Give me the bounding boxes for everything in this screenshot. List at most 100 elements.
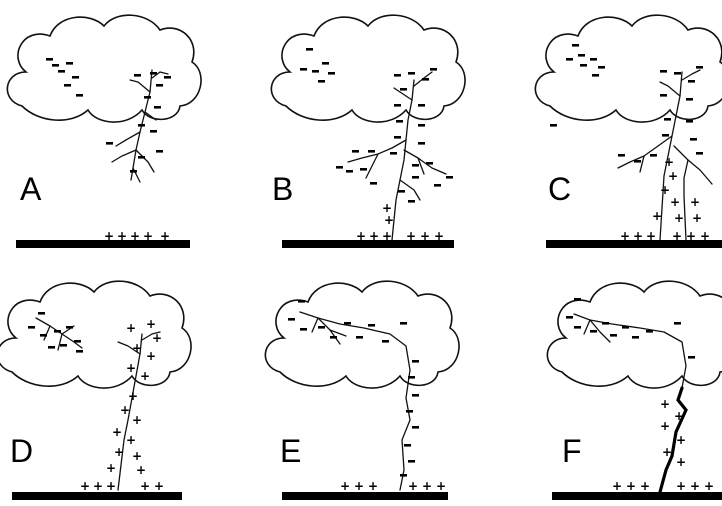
- svg-text:+: +: [368, 479, 378, 493]
- panel-e: E + + + + + +: [264, 280, 460, 500]
- ground-line: [282, 492, 448, 500]
- svg-text:+: +: [692, 211, 702, 225]
- negative-charges: [46, 58, 171, 173]
- positive-charges: ++ +++ +++: [356, 201, 444, 243]
- svg-text:+: +: [106, 461, 116, 475]
- svg-text:+: +: [640, 479, 650, 493]
- svg-text:+: +: [126, 321, 136, 335]
- svg-text:+: +: [152, 331, 162, 345]
- svg-text:+: +: [146, 349, 156, 363]
- svg-text:+: +: [382, 229, 392, 243]
- panel-label: B: [272, 171, 293, 207]
- svg-text:+: +: [106, 479, 116, 493]
- ground-line: [16, 240, 190, 248]
- svg-text:+: +: [128, 389, 138, 403]
- svg-text:+: +: [434, 229, 444, 243]
- return-stroke-channel: [299, 311, 411, 491]
- negative-charges: [550, 44, 703, 163]
- negative-charges: [28, 312, 83, 353]
- svg-text:+: +: [132, 341, 142, 355]
- svg-text:+: +: [674, 409, 684, 423]
- ground-line: [282, 240, 454, 248]
- svg-text:+: +: [382, 201, 392, 215]
- svg-text:+: +: [670, 195, 680, 209]
- svg-text:+: +: [120, 403, 130, 417]
- positive-charges: +++ ++: [104, 229, 170, 243]
- ground-line: [546, 240, 722, 248]
- svg-text:+: +: [132, 449, 142, 463]
- svg-text:+: +: [704, 479, 714, 493]
- svg-text:+: +: [422, 479, 432, 493]
- svg-text:+: +: [114, 445, 124, 459]
- svg-text:+: +: [93, 479, 103, 493]
- leader-and-streamer: [617, 69, 713, 241]
- panel-b: B ++ +++ +++: [270, 14, 466, 248]
- panel-label: C: [548, 171, 571, 207]
- svg-text:+: +: [136, 463, 146, 477]
- positive-charges: +++ +++ ++ +++ +++: [620, 155, 710, 243]
- svg-text:+: +: [356, 229, 366, 243]
- svg-text:+: +: [662, 445, 672, 459]
- svg-text:+: +: [406, 229, 416, 243]
- svg-text:+: +: [140, 369, 150, 383]
- negative-charges: [288, 300, 419, 477]
- panel-label: D: [10, 433, 33, 469]
- panel-a: A +++ ++: [6, 14, 202, 248]
- svg-text:+: +: [664, 155, 674, 169]
- svg-text:+: +: [112, 425, 122, 439]
- svg-text:+: +: [130, 229, 140, 243]
- svg-text:+: +: [369, 229, 379, 243]
- panel-d: D +++ +++ +++ +++ +++ +++ +++: [0, 280, 192, 500]
- ground-line: [552, 492, 722, 500]
- svg-text:+: +: [143, 229, 153, 243]
- negative-charges: [566, 298, 695, 359]
- svg-text:+: +: [104, 229, 114, 243]
- svg-text:+: +: [660, 419, 670, 433]
- svg-text:+: +: [676, 433, 686, 447]
- svg-text:+: +: [646, 229, 656, 243]
- svg-text:+: +: [668, 169, 678, 183]
- return-stroke-bolt: [658, 386, 688, 494]
- cloud: [0, 280, 192, 389]
- panel-label: E: [280, 433, 301, 469]
- svg-text:+: +: [676, 455, 686, 469]
- cloud: [6, 14, 202, 123]
- svg-text:+: +: [660, 183, 670, 197]
- svg-text:+: +: [126, 433, 136, 447]
- svg-text:+: +: [117, 229, 127, 243]
- panel-c: C +++ +++ ++ +++ +++: [534, 14, 722, 248]
- positive-charges: + + + + + +: [340, 479, 446, 493]
- svg-text:+: +: [384, 213, 394, 227]
- svg-text:+: +: [340, 479, 350, 493]
- svg-text:+: +: [436, 479, 446, 493]
- svg-text:+: +: [146, 317, 156, 331]
- svg-text:+: +: [620, 229, 630, 243]
- svg-text:+: +: [408, 479, 418, 493]
- cloud: [534, 14, 722, 123]
- panel-label: A: [20, 171, 42, 207]
- svg-text:+: +: [132, 413, 142, 427]
- stepped-leader: [111, 69, 169, 183]
- svg-text:+: +: [672, 229, 682, 243]
- ground-line: [12, 492, 182, 500]
- cloud: [264, 280, 460, 389]
- svg-text:+: +: [126, 361, 136, 375]
- positive-charges: +++ +++ +++ +++ +++ +++ +++: [80, 317, 164, 493]
- svg-text:+: +: [354, 479, 364, 493]
- svg-text:+: +: [690, 479, 700, 493]
- svg-text:+: +: [626, 479, 636, 493]
- panel-f: F +++ +++ +++ +++: [546, 280, 722, 500]
- svg-text:+: +: [686, 229, 696, 243]
- svg-text:+: +: [140, 479, 150, 493]
- svg-text:+: +: [674, 211, 684, 225]
- svg-text:+: +: [690, 195, 700, 209]
- stepped-leader: [347, 71, 447, 241]
- svg-text:+: +: [160, 229, 170, 243]
- negative-charges: [300, 48, 453, 203]
- svg-text:+: +: [612, 479, 622, 493]
- svg-text:+: +: [420, 229, 430, 243]
- panel-label: F: [562, 433, 582, 469]
- svg-text:+: +: [154, 479, 164, 493]
- svg-text:+: +: [633, 229, 643, 243]
- svg-text:+: +: [80, 479, 90, 493]
